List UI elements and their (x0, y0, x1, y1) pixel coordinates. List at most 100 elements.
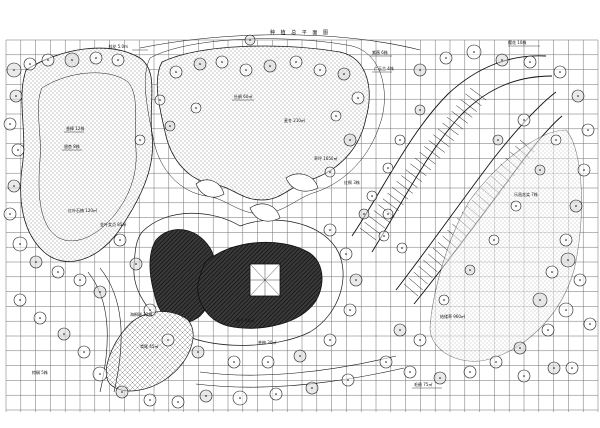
tree-trunk-mark (355, 279, 357, 281)
tree-trunk-mark (275, 393, 277, 395)
tree-trunk-mark (553, 367, 555, 369)
boardwalk-plank (460, 99, 477, 112)
tree-symbol (382, 208, 394, 220)
tree-trunk-mark (523, 375, 525, 377)
boardwalk-plank (414, 157, 432, 171)
tree-trunk-mark (15, 95, 17, 97)
tree-symbol (13, 293, 27, 307)
tree-symbol (581, 123, 595, 137)
plant-label: 香樟 12株 (66, 125, 84, 131)
boardwalk-plank (396, 181, 413, 194)
tree-symbol (169, 65, 183, 79)
tree-trunk-mark (47, 59, 49, 61)
boardwalk-plank (442, 122, 459, 136)
tree-symbol (41, 53, 55, 67)
tree-symbol (129, 257, 143, 271)
tree-trunk-mark (539, 299, 541, 301)
tree-symbol (57, 327, 71, 341)
tree-trunk-mark (347, 379, 349, 381)
plant-label: 乐昌含笑 7株 (514, 191, 538, 197)
tree-symbol (330, 110, 342, 122)
tree-symbol (463, 365, 477, 379)
tree-trunk-mark (197, 351, 199, 353)
tree-symbol (232, 390, 248, 406)
boardwalk-south-outer (395, 91, 557, 291)
boardwalk-plank (413, 271, 428, 285)
tree-trunk-mark (565, 309, 567, 311)
tree-trunk-mark (29, 63, 31, 65)
tree-trunk-mark (401, 247, 403, 249)
lawn-southwest (106, 311, 194, 392)
tree-symbol (269, 387, 283, 401)
plant-label: 草坪 1650㎡ (314, 155, 337, 161)
tree-symbol (583, 317, 597, 331)
tree-symbol (9, 89, 23, 103)
tree-trunk-mark (195, 107, 197, 109)
boardwalk-plank (418, 265, 433, 279)
tree-symbol (413, 333, 427, 347)
tree-trunk-mark (199, 63, 201, 65)
tree-trunk-mark (419, 109, 421, 111)
tree-symbol (323, 333, 337, 347)
tree-symbol (263, 59, 277, 73)
tree-trunk-mark (311, 387, 313, 389)
tree-trunk-mark (443, 299, 445, 301)
tree-trunk-mark (571, 367, 573, 369)
boardwalk-plank (387, 192, 404, 206)
tree-symbol (244, 34, 256, 46)
tree-symbol (577, 163, 591, 177)
plant-label: 桂花 5.0m (108, 43, 128, 49)
tree-symbol (439, 51, 453, 65)
boardwalk-plank (364, 221, 381, 235)
tree-trunk-mark (555, 139, 557, 141)
plant-label: 杜鹃 60㎡ (234, 93, 252, 99)
tree-trunk-mark (9, 123, 11, 125)
pond-rim (133, 212, 344, 346)
tree-trunk-mark (121, 391, 123, 393)
tree-symbol (550, 134, 562, 146)
plant-labels: 桂花 5.0m 香樟 12株 银杏 8株 红叶石楠 120㎡ 金叶女贞 85㎡ … (32, 39, 540, 389)
tree-symbol (190, 102, 202, 114)
tree-trunk-mark (329, 229, 331, 231)
tree-trunk-mark (71, 59, 73, 61)
tree-symbol (343, 303, 357, 317)
boardwalk-plank (424, 146, 441, 159)
tree-trunk-mark (239, 397, 241, 399)
tree-symbol (161, 333, 175, 347)
tree-symbol (414, 104, 426, 116)
tree-trunk-mark (495, 361, 497, 363)
tree-symbol (571, 89, 585, 103)
tree-trunk-mark (419, 69, 421, 71)
tree-trunk-mark (83, 351, 85, 353)
tree-symbol (358, 208, 370, 220)
tree-symbol (215, 55, 229, 69)
tree-symbol (115, 385, 129, 399)
boardwalk-plank (382, 198, 400, 212)
boardwalk-plank (391, 186, 409, 200)
tree-trunk-mark (469, 269, 471, 271)
tree-trunk-mark (177, 401, 179, 403)
tree-symbol (366, 190, 378, 202)
tree-symbol (89, 51, 103, 65)
tree-symbol (92, 366, 108, 382)
tree-symbol (560, 252, 576, 268)
tree-trunk-mark (445, 57, 447, 59)
tree-symbol (29, 255, 43, 269)
tree-trunk-mark (13, 69, 15, 71)
plant-label: 海桐球 12株 (130, 311, 152, 317)
tree-symbol (199, 389, 213, 403)
tree-symbol (396, 242, 408, 254)
tree-trunk-mark (343, 73, 345, 75)
tree-symbol (466, 44, 482, 60)
tree-trunk-mark (329, 171, 331, 173)
plant-label: 红枫 3株 (344, 179, 360, 185)
tree-trunk-mark (19, 243, 21, 245)
tree-symbol (239, 63, 253, 77)
tree-trunk-mark (149, 309, 151, 311)
tree-trunk-mark (523, 119, 525, 121)
boardwalk-plank (373, 210, 390, 223)
tree-trunk-mark (345, 253, 347, 255)
tree-symbol (565, 361, 579, 375)
tree-trunk-mark (169, 125, 171, 127)
